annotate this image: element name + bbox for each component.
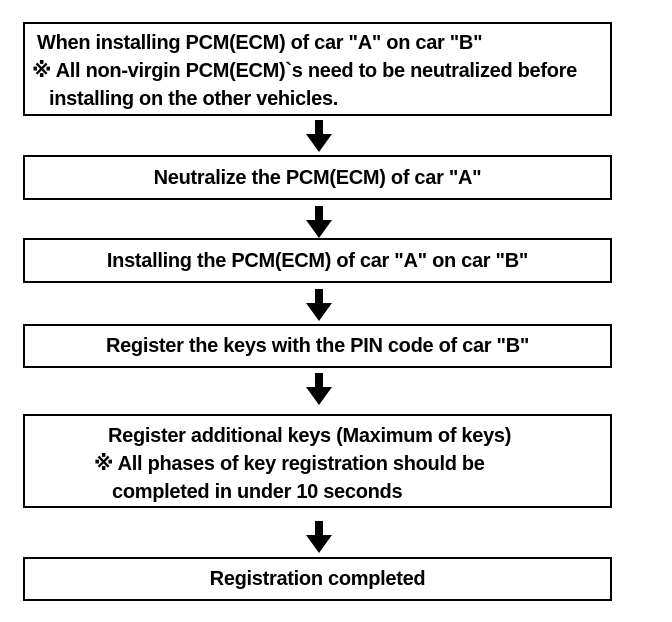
step-note-continuation: installing on the other vehicles. [49,88,339,110]
arrow-down-icon [306,289,332,321]
step-neutralize: Neutralize the PCM(ECM) of car "A" [23,155,612,200]
step-note-continuation: completed in under 10 seconds [112,481,403,503]
arrow-down-icon [306,521,332,553]
step-register-keys: Register the keys with the PIN code of c… [23,324,612,368]
step-text-line: Installing the PCM(ECM) of car "A" on ca… [106,249,529,272]
step-text-line: When installing PCM(ECM) of car "A" on c… [37,32,483,54]
step-completed: Registration completed [23,557,612,601]
step-text-line: Register additional keys (Maximum of key… [108,425,512,447]
step-install: Installing the PCM(ECM) of car "A" on ca… [23,238,612,283]
arrow-down-icon [306,373,332,405]
step-note-line: ※ All non-virgin PCM(ECM)`s need to be n… [32,60,577,82]
step-text-line: Register the keys with the PIN code of c… [105,335,530,357]
step-text-line: Registration completed [209,568,426,590]
arrow-down-icon [306,120,332,152]
step-note-line: ※ All phases of key registration should … [94,453,485,475]
step-text-line: Neutralize the PCM(ECM) of car "A" [153,166,482,189]
step-register-additional-keys: Register additional keys (Maximum of key… [23,414,612,508]
arrow-down-icon [306,206,332,238]
step-condition-header: When installing PCM(ECM) of car "A" on c… [23,22,612,116]
